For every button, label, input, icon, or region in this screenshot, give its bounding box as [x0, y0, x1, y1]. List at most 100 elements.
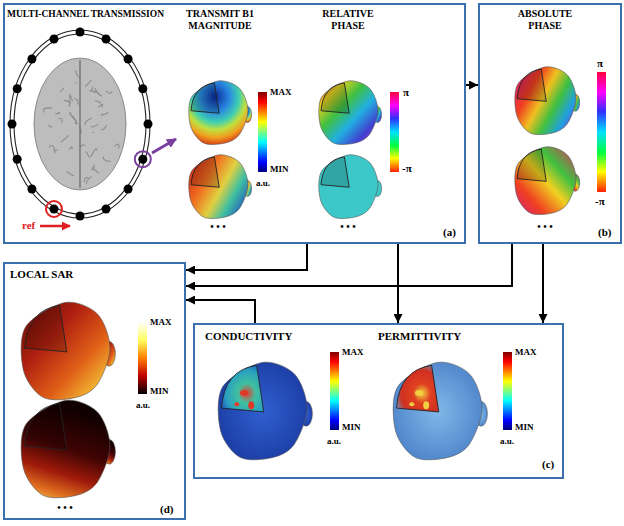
reference-label: ref — [22, 219, 35, 232]
panel-heading: CONDUCTIVITY — [205, 330, 292, 343]
panel-letter: (d) — [160, 503, 173, 516]
illustration-part — [49, 204, 58, 213]
illustration-part — [76, 28, 85, 37]
illustration-part — [76, 212, 85, 221]
illustration-part — [191, 83, 219, 113]
flow-arrow — [186, 300, 255, 323]
unit-label: a.u. — [327, 436, 341, 446]
head-map — [189, 155, 252, 219]
illustration-part — [46, 201, 62, 217]
illustration-part — [135, 151, 151, 167]
flow-arrow — [397, 244, 399, 323]
illustration-part — [69, 147, 72, 150]
colorbar-tick: MIN — [515, 422, 534, 432]
illustration-part — [14, 34, 146, 214]
flow-arrow — [542, 244, 544, 323]
colorbar-tick: MIN — [150, 386, 169, 396]
illustration-part — [90, 91, 96, 93]
panel-heading: RELATIVE PHASE — [313, 8, 383, 31]
illustration-part — [124, 54, 133, 63]
head-map — [393, 362, 487, 460]
panel-box: ABSOLUTE PHASE (b) — [478, 3, 622, 244]
illustration-part — [222, 365, 264, 412]
illustration-part — [91, 149, 97, 157]
illustration-part — [102, 35, 111, 44]
illustration-part — [240, 390, 248, 396]
illustration-part — [321, 83, 349, 113]
head-map — [319, 81, 382, 145]
illustration-part — [13, 155, 22, 164]
illustration-part — [48, 126, 51, 128]
colorbar-tick: MAX — [515, 347, 537, 357]
colorbar-tick: MAX — [150, 317, 172, 327]
illustration-part — [397, 365, 439, 412]
illustration-part — [69, 94, 72, 101]
colorbar-tick: MAX — [270, 87, 292, 97]
illustration-part — [58, 118, 62, 123]
illustration-part — [319, 155, 378, 219]
colorbar — [503, 352, 512, 430]
illustration-part — [25, 305, 67, 352]
illustration-part — [124, 185, 133, 194]
illustration-part — [102, 204, 111, 213]
brain-coil-array — [8, 28, 177, 227]
panel-heading: LOCAL SAR — [10, 268, 73, 281]
panel-box: CONDUCTIVITY PERMITTIVITY (c) — [193, 323, 564, 479]
illustration-part — [69, 99, 70, 106]
illustration-part — [319, 81, 378, 145]
flow-arrow — [186, 244, 512, 286]
ellipsis: • • • — [210, 221, 226, 233]
head-map — [515, 67, 580, 135]
illustration-part — [34, 58, 126, 190]
panel-heading: ABSOLUTE PHASE — [505, 8, 585, 31]
illustration-part — [92, 167, 99, 173]
illustration-part — [60, 88, 64, 92]
illustration-part — [91, 124, 98, 126]
illustration-part — [248, 401, 254, 409]
colorbar — [138, 322, 147, 394]
illustration-part — [27, 185, 36, 194]
head-map — [319, 155, 382, 219]
illustration-part — [101, 112, 108, 115]
panel-box: MULTI-CHANNEL TRANSMISSIONTRANSMIT B1 MA… — [3, 3, 466, 244]
illustration-part — [54, 150, 57, 152]
colorbar — [390, 92, 399, 172]
illustration-part — [21, 302, 110, 400]
illustration-part — [218, 362, 307, 460]
illustration-part — [8, 120, 17, 129]
illustration-part — [13, 84, 22, 93]
illustration-part — [67, 171, 74, 176]
illustration-part — [415, 390, 423, 396]
colorbar-tick: MAX — [342, 347, 364, 357]
illustration-part — [101, 125, 106, 129]
illustration-part — [90, 86, 93, 90]
panel-heading: PERMITTIVITY — [378, 330, 461, 343]
illustration-part — [49, 35, 58, 44]
illustration-part — [85, 118, 92, 125]
illustration-part — [40, 225, 70, 228]
ellipsis: • • • — [57, 502, 73, 514]
illustration-part — [393, 362, 482, 460]
unit-label: a.u. — [500, 436, 514, 446]
ellipsis: • • • — [340, 221, 356, 233]
illustration-part — [189, 155, 248, 219]
panel-letter: (a) — [443, 226, 456, 239]
illustration-part — [73, 116, 78, 125]
illustration-part — [61, 135, 69, 142]
illustration-part — [25, 403, 67, 450]
illustration-part — [144, 120, 153, 129]
illustration-part — [21, 400, 110, 498]
colorbar — [597, 72, 606, 192]
flow-arrow — [186, 244, 307, 270]
head-map — [218, 362, 312, 460]
illustration-part — [103, 157, 110, 162]
illustration-part — [81, 145, 86, 147]
unit-label: a.u. — [136, 400, 150, 410]
colorbar — [258, 92, 267, 172]
illustration-part — [321, 157, 349, 187]
colorbar — [330, 352, 339, 430]
colorbar-tick: MIN — [342, 422, 361, 432]
panel-letter: (c) — [542, 458, 554, 471]
panel-letter: (b) — [598, 226, 611, 239]
